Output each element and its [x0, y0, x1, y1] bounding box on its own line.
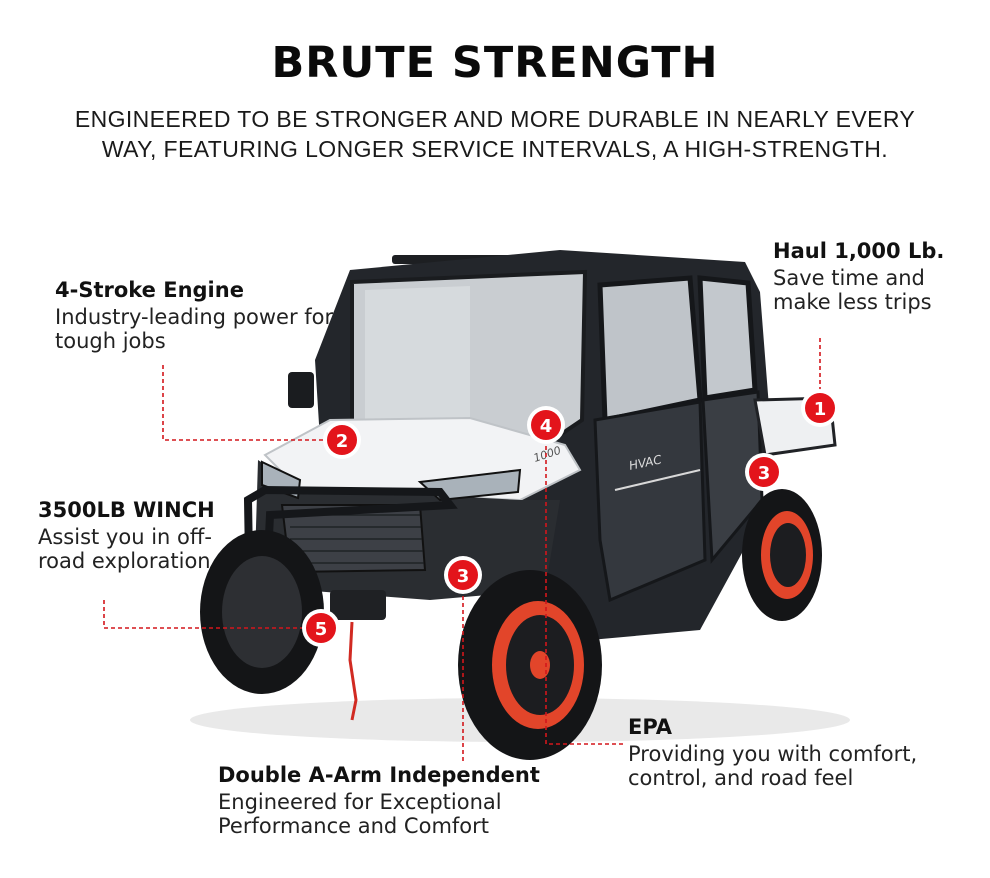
- winch: [330, 590, 386, 620]
- callout-winch: 3500LB WINCH Assist you in off-road expl…: [38, 497, 238, 573]
- front-door: [593, 400, 707, 603]
- leader-engine: [162, 365, 342, 441]
- callout-haul-title: Haul 1,000 Lb.: [773, 239, 945, 263]
- svg-text:2: 2: [336, 431, 349, 452]
- callout-epa-desc: Providing you with comfort, control, and…: [628, 742, 918, 790]
- windshield-glare: [365, 286, 470, 420]
- wheel-front-right: [458, 570, 602, 760]
- callout-badge-5: 5: [302, 609, 340, 647]
- callout-aarm-desc: Engineered for Exceptional Performance a…: [218, 790, 502, 838]
- callout-badge-2: 2: [323, 421, 361, 459]
- callout-haul: Haul 1,000 Lb. Save time and make less t…: [773, 238, 973, 314]
- callout-epa-title: EPA: [628, 715, 673, 739]
- rear-door-window: [697, 275, 758, 401]
- svg-text:3: 3: [457, 566, 470, 587]
- wheel-rear-right: [742, 489, 822, 621]
- callout-winch-title: 3500LB WINCH: [38, 498, 215, 522]
- callout-badge-3-rear: 3: [745, 453, 783, 491]
- callout-engine-title: 4-Stroke Engine: [55, 278, 244, 302]
- callout-badge-3-front: 3: [444, 556, 482, 594]
- leader-epa: [545, 425, 626, 745]
- callout-aarm: Double A-Arm Independent Engineered for …: [218, 762, 598, 838]
- callout-badge-4: 4: [527, 406, 565, 444]
- callout-haul-desc: Save time and make less trips: [773, 266, 932, 314]
- wheel-front-left: [200, 530, 324, 694]
- callout-winch-desc: Assist you in off-road exploration: [38, 525, 212, 573]
- front-door-window: [597, 275, 703, 424]
- hvac-badge: HVAC: [628, 452, 664, 473]
- callout-engine-desc: Industry-leading power for tough jobs: [55, 305, 334, 353]
- svg-text:5: 5: [315, 619, 328, 640]
- leader-winch: [103, 600, 321, 629]
- svg-text:4: 4: [540, 416, 553, 437]
- callout-epa: EPA Providing you with comfort, control,…: [628, 714, 978, 790]
- svg-text:3: 3: [758, 463, 771, 484]
- door-trim-line: [614, 469, 701, 491]
- callout-engine: 4-Stroke Engine Industry-leading power f…: [55, 277, 345, 353]
- page-subtitle: ENGINEERED TO BE STRONGER AND MORE DURAB…: [74, 106, 916, 162]
- page-title: BRUTE STRENGTH: [271, 38, 719, 88]
- svg-text:1: 1: [814, 399, 827, 420]
- side-mirror: [288, 372, 314, 408]
- callout-badge-1: 1: [801, 389, 839, 427]
- callout-aarm-title: Double A-Arm Independent: [218, 763, 540, 787]
- winch-strap: [348, 621, 358, 721]
